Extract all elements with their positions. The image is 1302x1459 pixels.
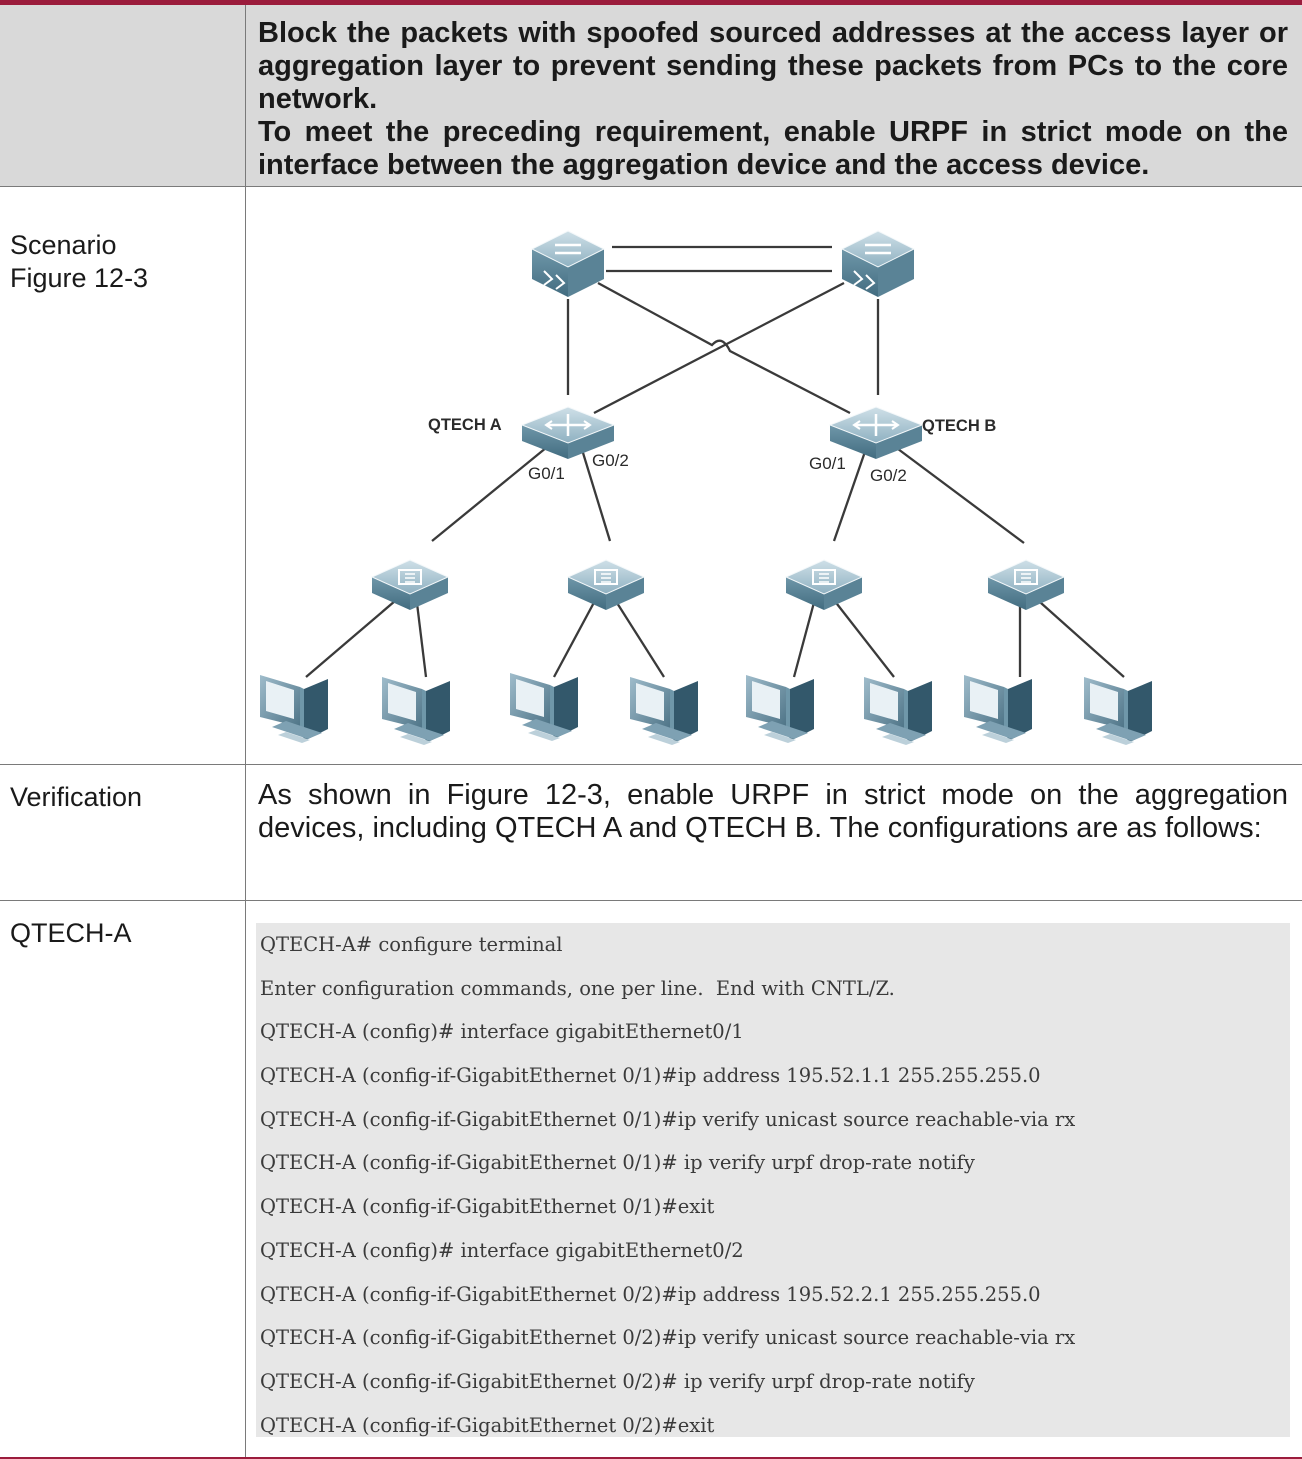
code-line: QTECH-A# configure terminal [260,933,563,956]
qtech-b-port-g0-1-label: G0/1 [809,454,846,473]
link-b-g0-2 [889,442,1025,544]
pc-icon [746,675,814,743]
code-line: QTECH-A (config-if-GigabitEthernet 0/2)#… [260,1326,1076,1350]
code-line: QTECH-A (config-if-GigabitEthernet 0/2)#… [260,1369,975,1393]
qtech-a-port-g0-2-label: G0/2 [592,451,629,470]
config-label-cell: QTECH-A [0,901,246,1457]
config-code-block: QTECH-A# configure terminal Enter config… [256,923,1290,1437]
requirement-row: Block the packets with spoofed sourced a… [0,5,1302,187]
scenario-label-cell: Scenario Figure 12-3 [0,187,246,764]
link-sw3-pc6 [829,594,895,678]
qtech-b-label: QTECH B [922,417,996,435]
link-core2-qtech-a [593,281,845,415]
scenario-row: Scenario Figure 12-3 [0,187,1302,765]
requirement-paragraph: Block the packets with spoofed sourced a… [258,17,1288,115]
verification-label-cell: Verification [0,765,246,900]
core-switch-icon [530,230,606,297]
topology-links [305,245,1125,678]
code-line: QTECH-A (config-if-GigabitEthernet 0/1)#… [260,1064,1041,1088]
router-icon [828,406,924,459]
core-switch-icon [840,230,916,297]
router-icon [520,406,616,459]
qtech-a-label: QTECH A [428,416,502,434]
requirement-cell: Block the packets with spoofed sourced a… [246,5,1302,186]
code-line: QTECH-A (config-if-GigabitEthernet 0/2)#… [260,1282,1041,1306]
requirement-paragraph: To meet the preceding requirement, enabl… [258,116,1288,181]
scenario-label-line: Scenario [10,230,117,260]
code-line: QTECH-A (config)# interface gigabitEther… [260,1020,744,1044]
requirement-label-cell [0,5,246,186]
link-sw2-pc4 [611,594,665,678]
figure-number-label: Figure 12-3 [10,263,149,293]
top-accent-bar [0,0,1302,5]
link-a-g0-2 [578,442,612,542]
scenario-figure-cell: QTECH A QTECH B G0/1 G0/2 G0/1 G0/2 [246,187,1302,764]
link-b-g0-1 [832,442,870,542]
link-a-g0-1 [431,442,553,542]
verification-cell: As shown in Figure 12-3, enable URPF in … [246,765,1302,900]
link-sw2-pc3 [552,594,600,678]
link-sw4-pc8 [1031,594,1125,678]
code-line: QTECH-A (config)# interface gigabitEther… [260,1238,744,1262]
requirement-text: Block the packets with spoofed sourced a… [258,17,1288,182]
access-switch-icon [566,559,646,610]
pc-icon [964,675,1032,743]
config-cell: QTECH-A# configure terminal Enter config… [246,901,1302,1457]
network-topology-figure: QTECH A QTECH B G0/1 G0/2 G0/1 G0/2 [260,230,1152,745]
topology-labels: QTECH A QTECH B G0/1 G0/2 G0/1 G0/2 [428,416,996,485]
bottom-accent-bar [0,1457,1302,1459]
access-switch-icon [986,559,1066,610]
pc-icon [260,675,328,743]
verification-row: Verification As shown in Figure 12-3, en… [0,765,1302,901]
code-line: Enter configuration commands, one per li… [260,976,895,1000]
qtech-b-port-g0-2-label: G0/2 [870,466,907,485]
pc-icon [382,677,450,745]
verification-label: Verification [10,782,143,812]
pc-icon [630,677,698,745]
config-row: QTECH-A QTECH-A# configure terminal Ente… [0,901,1302,1457]
link-sw1-pc1 [305,594,403,678]
code-line: QTECH-A (config-if-GigabitEthernet 0/2)#… [260,1413,715,1437]
link-core1-qtech-b [597,281,851,415]
pc-icon [1084,677,1152,745]
pc-icon [510,673,578,741]
scenario-label: Scenario Figure 12-3 [10,229,148,295]
topology-devices [260,230,1152,745]
access-switch-icon [784,559,864,610]
access-switch-icon [370,559,450,610]
code-line: QTECH-A (config-if-GigabitEthernet 0/1)#… [260,1107,1076,1131]
config-label: QTECH-A [10,918,132,948]
verification-text: As shown in Figure 12-3, enable URPF in … [258,779,1288,844]
pc-icon [864,677,932,745]
link-sw1-pc2 [414,594,428,678]
link-sw3-pc5 [792,594,818,678]
qtech-a-port-g0-1-label: G0/1 [528,464,565,483]
code-line: QTECH-A (config-if-GigabitEthernet 0/1)#… [260,1151,975,1175]
code-line: QTECH-A (config-if-GigabitEthernet 0/1)#… [260,1195,715,1219]
